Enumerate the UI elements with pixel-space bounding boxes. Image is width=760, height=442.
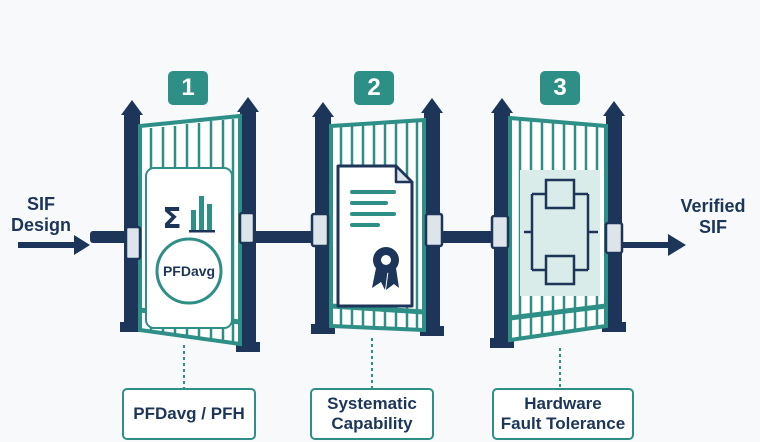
step-badge-2: 2 [354, 71, 394, 105]
gate-2 [310, 98, 444, 336]
input-label-line1: SIF [26, 194, 55, 214]
output-label-line1: Verified [680, 196, 746, 216]
pfdavg-label: PFDavg [162, 263, 216, 279]
step-badge-3: 3 [540, 71, 580, 105]
output-label: Verified SIF [670, 196, 756, 238]
gate-1-left-post [120, 100, 144, 332]
output-label-line2: SIF [698, 217, 727, 237]
step-badge-1: 1 [168, 71, 208, 105]
gate-3-caption: Hardware Fault Tolerance [492, 388, 634, 440]
gate-2-caption: Systematic Capability [310, 388, 434, 440]
gate-1-caption-line1: PFDavg / PFH [133, 404, 245, 423]
sigma-bar-chart-icon: Σ [162, 196, 215, 235]
gate-3 [490, 98, 626, 348]
input-label-line2: Design [10, 215, 71, 235]
gate-1-caption: PFDavg / PFH [122, 388, 256, 440]
gate-3-caption-line1: Hardware [524, 394, 602, 413]
gate-2-caption-line2: Capability [331, 414, 413, 433]
svg-text:Σ: Σ [162, 202, 181, 235]
input-arrow [18, 235, 90, 255]
input-label: SIF Design [4, 194, 78, 236]
output-arrow [615, 234, 686, 256]
certificate-document-icon [336, 164, 414, 308]
redundant-architecture-icon [520, 170, 600, 296]
gate-3-caption-line2: Fault Tolerance [500, 414, 626, 433]
gate-2-caption-line1: Systematic [327, 394, 417, 413]
gate-1: Σ [120, 97, 260, 352]
pfdavg-circle [155, 237, 223, 305]
